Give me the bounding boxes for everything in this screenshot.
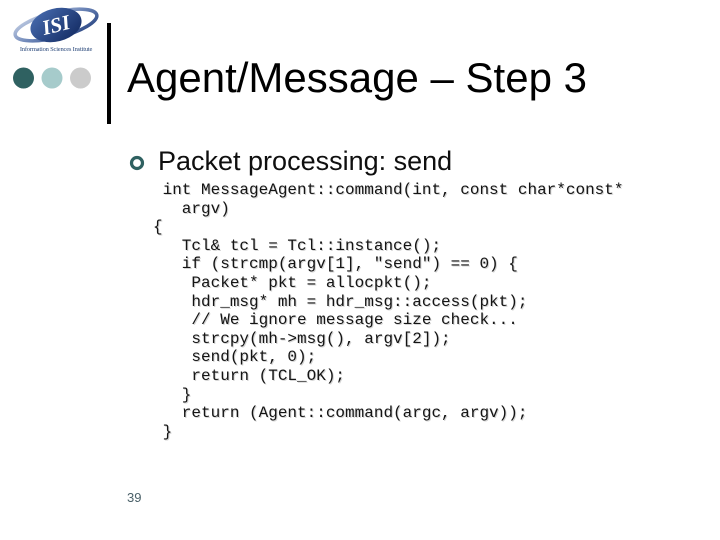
- code-line: {: [153, 218, 163, 237]
- code-block: int MessageAgent::command(int, const cha…: [153, 181, 623, 441]
- code-line: argv): [153, 199, 230, 218]
- code-line: strcpy(mh->msg(), argv[2]);: [153, 329, 451, 348]
- code-line: send(pkt, 0);: [153, 348, 317, 367]
- code-line: if (strcmp(argv[1], "send") == 0) {: [153, 255, 518, 274]
- logo-dots-icon: [13, 67, 91, 89]
- bullet-ring: [129, 155, 145, 171]
- logo-globe: [30, 7, 82, 43]
- logo-subtitle: Information Sciences Institute: [19, 46, 93, 53]
- code-line: Tcl& tcl = Tcl::instance();: [153, 236, 442, 255]
- page-number: 39: [127, 490, 142, 505]
- bullet-label: Packet processing: send: [158, 146, 453, 176]
- code-line: return (Agent::command(argc, argv));: [153, 404, 528, 423]
- code-line: }: [153, 385, 192, 404]
- code-line: Packet* pkt = allocpkt();: [153, 273, 432, 292]
- code-line: int MessageAgent::command(int, const cha…: [153, 181, 624, 199]
- dot-light-teal: [41, 67, 63, 89]
- vertical-divider: [107, 23, 111, 124]
- code-line: }: [153, 422, 173, 441]
- bullet-icon: [129, 155, 145, 171]
- dot-dark-teal: [13, 67, 34, 89]
- code-line: return (TCL_OK);: [153, 366, 346, 385]
- code-line: hdr_msg* mh = hdr_msg::access(pkt);: [153, 292, 528, 311]
- code-line: // We ignore message size check...: [153, 311, 518, 330]
- dot-gray: [70, 67, 91, 89]
- page-title: Agent/Message – Step 3: [127, 54, 587, 101]
- isi-logo-icon: ISI: [13, 7, 99, 43]
